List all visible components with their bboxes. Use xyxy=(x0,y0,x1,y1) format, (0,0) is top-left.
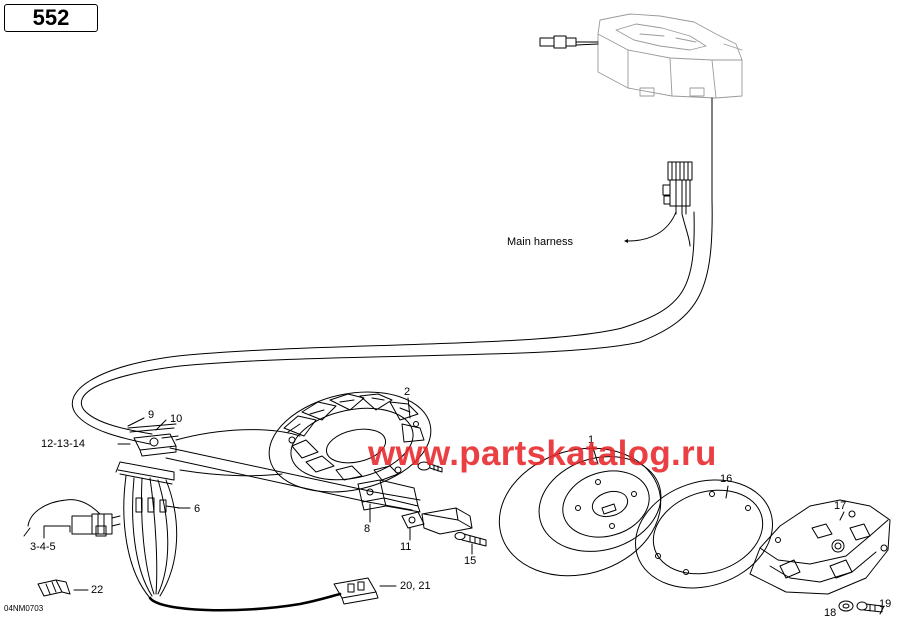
leader-9 xyxy=(128,418,144,426)
ring-gear xyxy=(621,463,786,605)
leader-1 xyxy=(592,444,598,464)
label-part-3-4-5: 3-4-5 xyxy=(30,541,56,553)
stator-screw xyxy=(418,462,442,472)
label-part-1: 1 xyxy=(588,434,595,446)
ignition-module-ghost xyxy=(598,14,742,98)
label-part-22: 22 xyxy=(91,584,104,596)
black-cable xyxy=(150,594,340,610)
label-main-harness: Main harness xyxy=(507,236,574,248)
label-part-12-13-14: 12-13-14 xyxy=(41,438,86,450)
label-part-8: 8 xyxy=(364,523,371,535)
page-number: 552 xyxy=(4,4,98,32)
connector-20-21 xyxy=(334,578,378,604)
leader-3-4-5 xyxy=(44,526,70,538)
flywheel xyxy=(484,430,676,594)
recoil-cover xyxy=(750,500,890,594)
stator-assembly xyxy=(260,378,440,506)
sensor-wire xyxy=(28,500,100,526)
trigger-coil xyxy=(402,508,472,534)
washer-18 xyxy=(839,601,853,611)
connector-3-4-5 xyxy=(72,514,120,536)
leader-16 xyxy=(726,486,728,498)
module-plug xyxy=(540,36,598,48)
clamp-12-13-14 xyxy=(128,424,178,456)
leader-19 xyxy=(880,606,884,614)
label-part-16: 16 xyxy=(720,473,733,485)
harness-strip xyxy=(166,430,420,510)
sensor-probe xyxy=(24,528,30,536)
label-part-18: 18 xyxy=(824,607,837,619)
label-part-17: 17 xyxy=(834,500,847,512)
harness-loop xyxy=(72,200,712,444)
label-part-10: 10 xyxy=(170,413,183,425)
leader-17 xyxy=(840,512,844,520)
label-part-9: 9 xyxy=(148,409,155,421)
label-part-20-21: 20, 21 xyxy=(400,580,431,592)
main-harness-connector xyxy=(663,162,692,214)
trigger-coil-bracket xyxy=(358,480,420,512)
screw-15 xyxy=(455,533,486,547)
drawing-code: 04NM0703 xyxy=(4,604,44,613)
label-part-19: 19 xyxy=(879,598,892,610)
label-part-2: 2 xyxy=(404,386,411,398)
label-part-15: 15 xyxy=(464,555,477,567)
leader-10 xyxy=(156,420,166,430)
wire-bundle xyxy=(116,462,177,598)
leader-2 xyxy=(408,398,410,418)
main-harness-leader xyxy=(628,212,676,241)
label-part-6: 6 xyxy=(194,503,201,515)
label-part-11: 11 xyxy=(400,541,412,553)
watermark: www.partskatalog.ru xyxy=(368,434,717,473)
connector-22 xyxy=(38,580,70,596)
